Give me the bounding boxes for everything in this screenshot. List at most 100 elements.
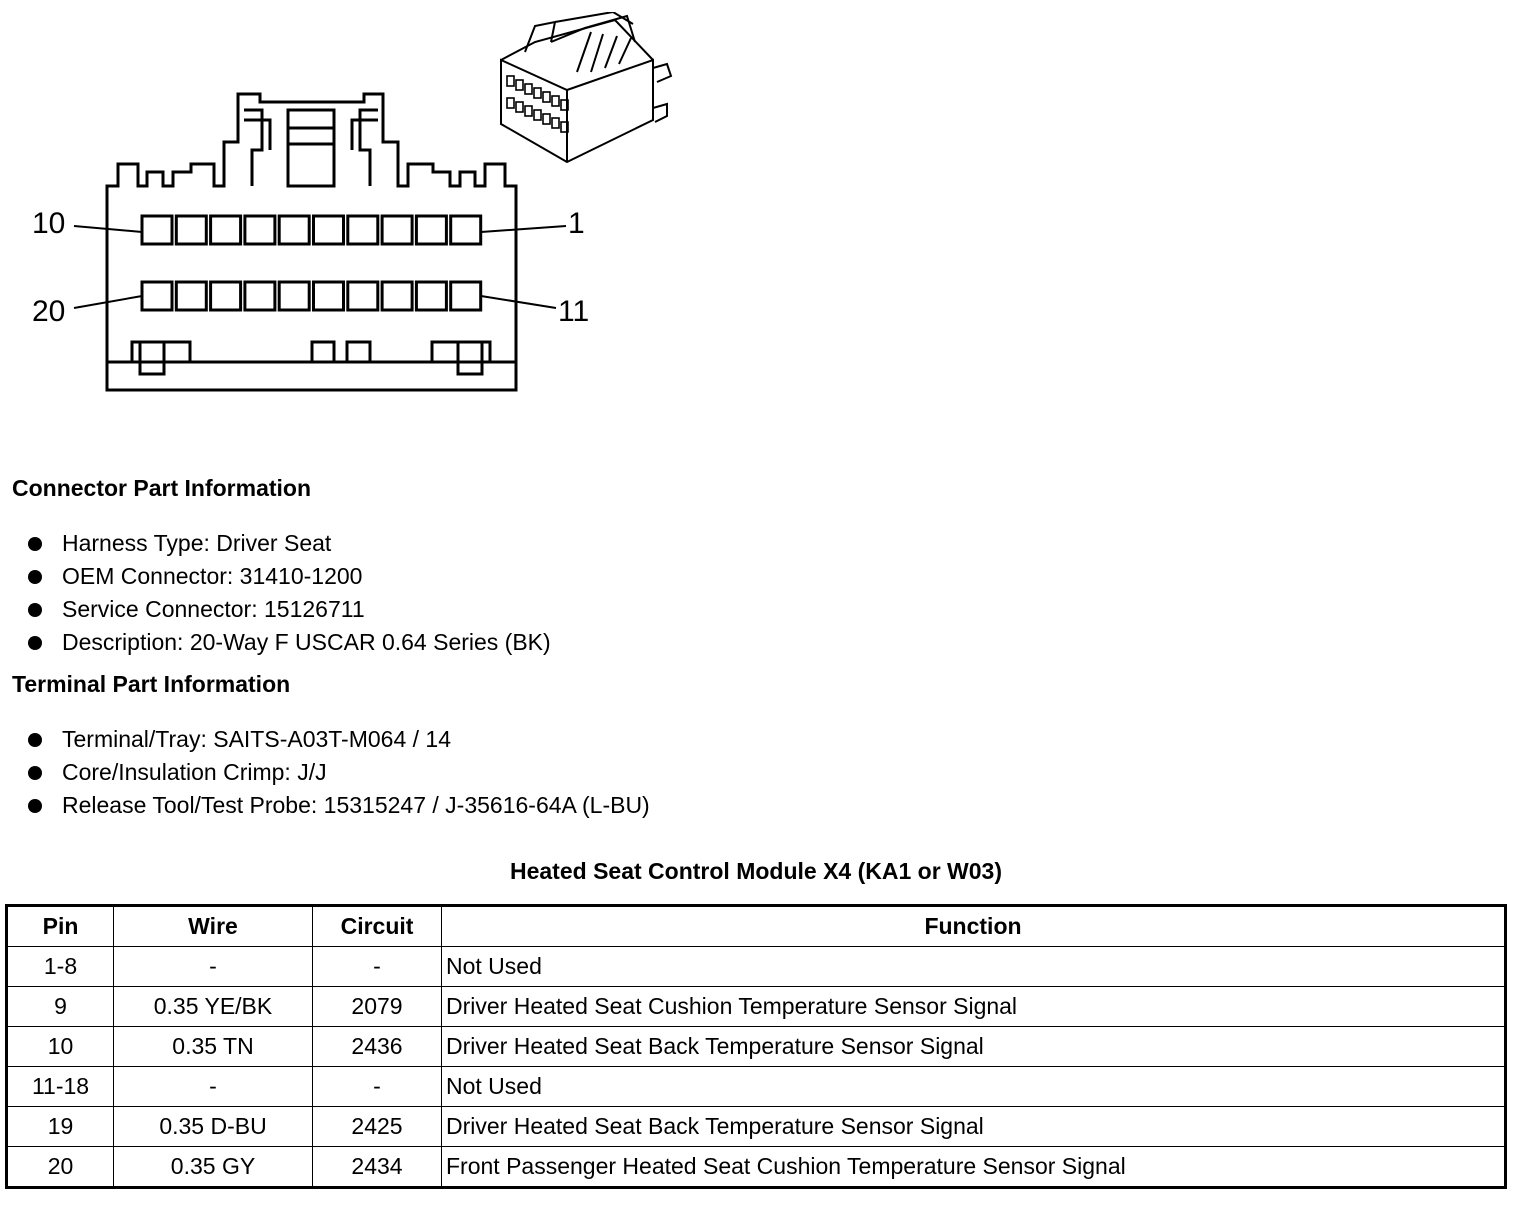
list-item: Service Connector: 15126711	[28, 593, 551, 626]
list-item: OEM Connector: 31410-1200	[28, 560, 551, 593]
cell-pin: 19	[6, 1106, 114, 1147]
iso-terminal-cavity	[551, 117, 560, 129]
column-header-pin: Pin	[6, 905, 114, 947]
terminal-cavity	[209, 280, 243, 312]
connector-face-diagram	[73, 92, 567, 392]
terminal-cavity	[140, 214, 174, 246]
column-header-function: Function	[441, 905, 1506, 947]
iso-terminal-cavity	[506, 97, 515, 109]
terminal-cavity	[346, 280, 380, 312]
connector-latch	[286, 108, 336, 188]
pin-label-10: 10	[32, 207, 66, 240]
cell-pin: 9	[6, 986, 114, 1027]
bullet-icon	[28, 765, 42, 780]
cell-wire: 0.35 TN	[113, 1026, 313, 1067]
cell-wire: -	[113, 1066, 313, 1107]
list-item-text: Release Tool/Test Probe: 15315247 / J-35…	[62, 792, 650, 818]
terminal-cavity	[380, 280, 414, 312]
iso-terminal-cavity	[542, 113, 551, 125]
iso-terminal-cavity	[515, 101, 524, 113]
list-item-text: Service Connector: 15126711	[62, 596, 365, 622]
column-header-circuit: Circuit	[312, 905, 442, 947]
terminal-cavity	[414, 214, 448, 246]
cell-function: Not Used	[441, 946, 1506, 987]
cell-wire: -	[113, 946, 313, 987]
list-item: Release Tool/Test Probe: 15315247 / J-35…	[28, 789, 650, 822]
bullet-icon	[28, 569, 42, 584]
leader-line-pin-11	[480, 295, 557, 309]
bullet-icon	[28, 798, 42, 813]
cell-function: Driver Heated Seat Back Temperature Sens…	[441, 1106, 1506, 1147]
list-item-text: Description: 20-Way F USCAR 0.64 Series …	[62, 629, 551, 655]
table-row: 19 0.35 D-BU 2425 Driver Heated Seat Bac…	[6, 1106, 1506, 1147]
cell-circuit: -	[312, 946, 442, 987]
iso-terminal-cavity	[560, 121, 569, 133]
terminal-cavity	[277, 280, 311, 312]
cell-pin: 20	[6, 1146, 114, 1188]
iso-terminal-cavity	[533, 87, 542, 99]
terminal-cavity	[174, 214, 208, 246]
table-row: 1-8 - - Not Used	[6, 946, 1506, 987]
list-item-text: OEM Connector: 31410-1200	[62, 563, 363, 589]
connector-isometric-illustration	[500, 12, 673, 164]
terminal-info-list: Terminal/Tray: SAITS-A03T-M064 / 14 Core…	[28, 723, 650, 822]
list-item-text: Terminal/Tray: SAITS-A03T-M064 / 14	[62, 726, 452, 752]
table-row: 11-18 - - Not Used	[6, 1066, 1506, 1107]
pin-label-11: 11	[558, 295, 590, 328]
bullet-icon	[28, 536, 42, 551]
leader-line-pin-20	[73, 295, 143, 309]
iso-terminal-cavity	[551, 95, 560, 107]
terminal-cavity	[209, 214, 243, 246]
pin-label-20: 20	[32, 295, 66, 328]
connector-info-list: Harness Type: Driver Seat OEM Connector:…	[28, 527, 551, 659]
cell-function: Not Used	[441, 1066, 1506, 1107]
cell-pin: 11-18	[6, 1066, 114, 1107]
bullet-icon	[28, 635, 42, 650]
list-item-text: Harness Type: Driver Seat	[62, 530, 332, 556]
pinout-table: Pin Wire Circuit Function 1-8 - - Not Us…	[5, 904, 1507, 1189]
cell-circuit: 2425	[312, 1106, 442, 1147]
terminal-cavity	[174, 280, 208, 312]
terminal-cavity	[449, 214, 483, 246]
iso-terminal-cavity	[515, 79, 524, 91]
list-item: Description: 20-Way F USCAR 0.64 Series …	[28, 626, 551, 659]
connector-housing-outline	[105, 92, 518, 392]
terminal-cavity	[312, 214, 345, 246]
list-item: Terminal/Tray: SAITS-A03T-M064 / 14	[28, 723, 650, 756]
terminal-cavity	[312, 280, 345, 312]
cell-circuit: 2434	[312, 1146, 442, 1188]
terminal-cavity	[346, 214, 380, 246]
terminal-cavity	[243, 280, 277, 312]
pin-label-1: 1	[568, 207, 585, 240]
cell-function: Driver Heated Seat Cushion Temperature S…	[441, 986, 1506, 1027]
list-item: Core/Insulation Crimp: J/J	[28, 756, 650, 789]
terminal-info-heading: Terminal Part Information	[12, 671, 291, 697]
iso-terminal-cavity	[524, 83, 533, 95]
terminal-cavity	[414, 280, 448, 312]
iso-terminal-cavity	[542, 91, 551, 103]
iso-terminal-cavity	[524, 105, 533, 117]
column-header-wire: Wire	[113, 905, 313, 947]
terminal-cavity	[449, 280, 483, 312]
cell-circuit: -	[312, 1066, 442, 1107]
list-item-text: Core/Insulation Crimp: J/J	[62, 759, 327, 785]
leader-line-pin-1	[480, 225, 567, 233]
cell-circuit: 2079	[312, 986, 442, 1027]
cell-circuit: 2436	[312, 1026, 442, 1067]
iso-terminal-cavity	[560, 99, 569, 111]
cell-function: Front Passenger Heated Seat Cushion Temp…	[441, 1146, 1506, 1188]
cell-pin: 10	[6, 1026, 114, 1067]
cell-wire: 0.35 D-BU	[113, 1106, 313, 1147]
table-row: 10 0.35 TN 2436 Driver Heated Seat Back …	[6, 1026, 1506, 1067]
cell-function: Driver Heated Seat Back Temperature Sens…	[441, 1026, 1506, 1067]
cell-wire: 0.35 YE/BK	[113, 986, 313, 1027]
bullet-icon	[28, 602, 42, 617]
table-header-row: Pin Wire Circuit Function	[6, 905, 1506, 947]
iso-terminal-cavity	[506, 75, 515, 87]
terminal-cavity	[277, 214, 311, 246]
cell-pin: 1-8	[6, 946, 114, 987]
iso-terminal-cavity	[533, 109, 542, 121]
table-row: 20 0.35 GY 2434 Front Passenger Heated S…	[6, 1146, 1506, 1188]
terminal-cavity	[140, 280, 174, 312]
table-row: 9 0.35 YE/BK 2079 Driver Heated Seat Cus…	[6, 986, 1506, 1027]
